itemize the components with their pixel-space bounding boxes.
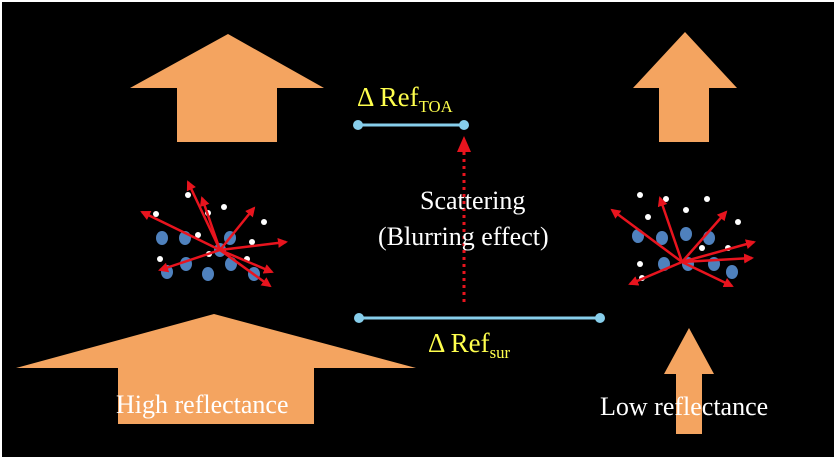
high-reflectance-label: High reflectance (116, 390, 289, 419)
scattering-label: Scattering (420, 186, 526, 215)
delta-ref-sur-subscript: sur (489, 342, 511, 362)
high-toa-arrow (130, 34, 324, 142)
delta-ref-toa-subscript: TOA (418, 96, 453, 116)
right-scatter-rays (610, 196, 756, 288)
left-scatter-rays (140, 180, 288, 288)
delta-ref-sur-label: Δ Refsur (428, 328, 510, 361)
delta-ref-toa-label: Δ RefTOA (357, 82, 453, 115)
surface-level-line (354, 313, 605, 323)
low-reflectance-label: Low reflectance (600, 392, 769, 421)
low-surface-arrow (664, 328, 714, 434)
dotted-scatter-arrow (457, 136, 471, 302)
delta-ref-sur-text: Δ Ref (428, 328, 490, 358)
toa-level-line (353, 120, 469, 130)
low-toa-arrow (633, 32, 737, 142)
right-particles-large (632, 227, 738, 279)
delta-ref-toa-text: Δ Ref (357, 82, 419, 112)
right-scatter-cluster (610, 192, 756, 288)
high-surface-arrow (16, 314, 416, 424)
blurring-effect-label: (Blurring effect) (378, 222, 549, 251)
left-scatter-cluster (140, 180, 288, 288)
